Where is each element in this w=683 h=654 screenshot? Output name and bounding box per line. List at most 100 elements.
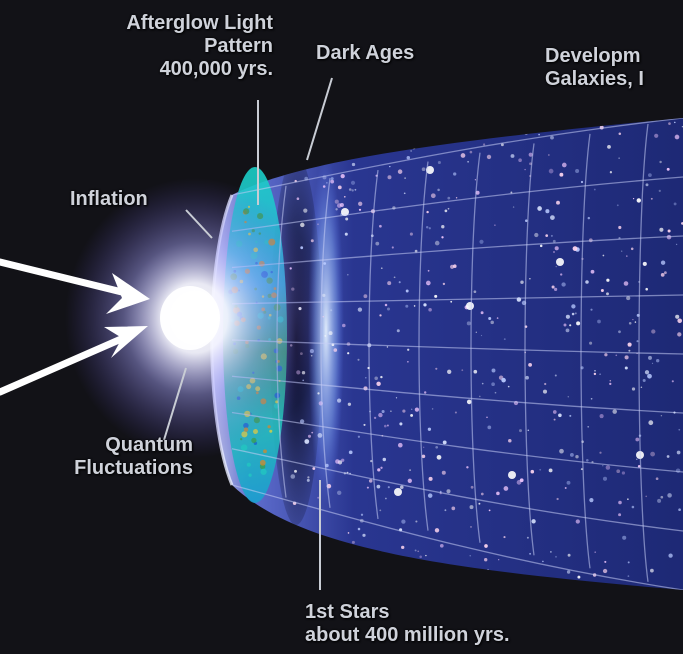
galaxy-speck	[548, 468, 553, 473]
galaxy-speck	[397, 442, 403, 448]
galaxy-speck	[411, 145, 416, 150]
galaxy-speck	[660, 260, 666, 265]
galaxy-speck	[475, 331, 477, 333]
arrow-lower	[0, 326, 148, 396]
galaxy-speck	[415, 520, 418, 523]
galaxy-speck	[450, 300, 453, 303]
galaxy-speck	[336, 203, 342, 208]
galaxy-speck	[580, 180, 584, 184]
galaxy-speck	[446, 489, 451, 494]
galaxy-speck	[529, 552, 532, 555]
galaxy-speck	[624, 355, 629, 360]
galaxy-speck	[390, 410, 392, 413]
galaxy-speck	[307, 476, 310, 479]
galaxy-speck	[306, 478, 310, 482]
galaxy-speck	[341, 458, 345, 462]
galaxy-speck	[354, 188, 357, 191]
galaxy-speck	[585, 280, 589, 284]
galaxy-speck	[463, 125, 465, 128]
galaxy-speck	[358, 201, 363, 206]
galaxy-speck	[554, 246, 559, 251]
galaxy-speck	[310, 122, 315, 127]
galaxy-speck	[650, 197, 653, 200]
galaxy-speck	[636, 458, 638, 460]
galaxy-speck	[589, 341, 593, 345]
galaxy-speck	[569, 452, 574, 457]
galaxy-speck	[378, 121, 383, 126]
galaxy-speck	[659, 160, 662, 164]
galaxy-speck	[496, 317, 499, 319]
galaxy-speck	[559, 448, 564, 454]
galaxy-speck	[340, 173, 345, 179]
galaxy-speck	[398, 281, 401, 284]
galaxy-speck	[347, 547, 349, 550]
galaxy-speck	[474, 179, 477, 181]
galaxy-speck	[519, 478, 524, 483]
galaxy-speck	[560, 273, 563, 276]
galaxy-speck	[489, 583, 491, 585]
galaxy-speck	[565, 314, 570, 319]
galaxy-speck	[310, 239, 314, 243]
galaxy-speck	[348, 188, 352, 191]
galaxy-speck	[470, 485, 474, 489]
galaxy-speck	[417, 550, 420, 553]
galaxy-speck	[550, 135, 554, 140]
galaxy-speck	[616, 469, 621, 474]
galaxy-speck	[375, 241, 380, 246]
galaxy-speck	[423, 446, 425, 448]
galaxy-speck	[632, 197, 635, 200]
galaxy-speck	[475, 190, 480, 195]
galaxy-speck	[435, 445, 439, 449]
galaxy-speck	[656, 359, 660, 363]
galaxy-speck	[621, 471, 626, 475]
galaxy-speck	[444, 509, 447, 512]
galaxy-speck	[322, 185, 326, 188]
galaxy-speck	[384, 424, 387, 428]
galaxy-speck	[618, 157, 620, 159]
galaxy-speck	[405, 564, 410, 568]
galaxy-speck	[520, 280, 524, 284]
dark-ages-pointer	[306, 77, 333, 161]
galaxy-speck	[473, 369, 478, 374]
galaxy-speck	[466, 399, 472, 405]
galaxy-speck	[347, 402, 352, 406]
galaxy-speck	[335, 459, 340, 464]
galaxy-speck	[623, 281, 629, 286]
galaxy-speck	[593, 372, 597, 376]
galaxy-speck	[447, 369, 452, 374]
galaxy-speck	[659, 227, 664, 232]
galaxy-speck	[337, 185, 342, 190]
galaxy-speck	[539, 244, 543, 248]
galaxy-speck	[626, 255, 628, 257]
galaxy-speck	[606, 278, 610, 282]
galaxy-speck	[403, 192, 406, 195]
galaxy-speck	[414, 249, 418, 253]
galaxy-speck	[615, 354, 618, 357]
galaxy-speck	[479, 395, 481, 398]
galaxy-speck	[675, 243, 678, 246]
galaxy-speck	[677, 332, 682, 337]
galaxy-speck	[548, 168, 554, 174]
galaxy-speck	[650, 451, 655, 457]
galaxy-speck	[427, 427, 432, 431]
galaxy-speck	[330, 179, 335, 184]
galaxy-speck	[350, 180, 356, 185]
galaxy-speck	[644, 370, 650, 375]
galaxy-speck	[602, 568, 608, 574]
galaxy-speck	[501, 377, 506, 383]
galaxy-speck	[344, 232, 348, 236]
bright-star	[394, 488, 402, 496]
galaxy-speck	[634, 321, 637, 323]
galaxy-speck	[380, 375, 383, 379]
galaxy-speck	[677, 318, 683, 324]
galaxy-speck	[519, 429, 522, 433]
galaxy-speck	[534, 232, 539, 238]
galaxy-speck	[503, 486, 509, 491]
galaxy-speck	[480, 334, 483, 337]
galaxy-speck	[469, 555, 471, 557]
galaxy-speck	[528, 152, 533, 157]
galaxy-speck	[413, 305, 416, 307]
galaxy-speck	[356, 141, 362, 146]
galaxy-speck	[424, 128, 430, 133]
